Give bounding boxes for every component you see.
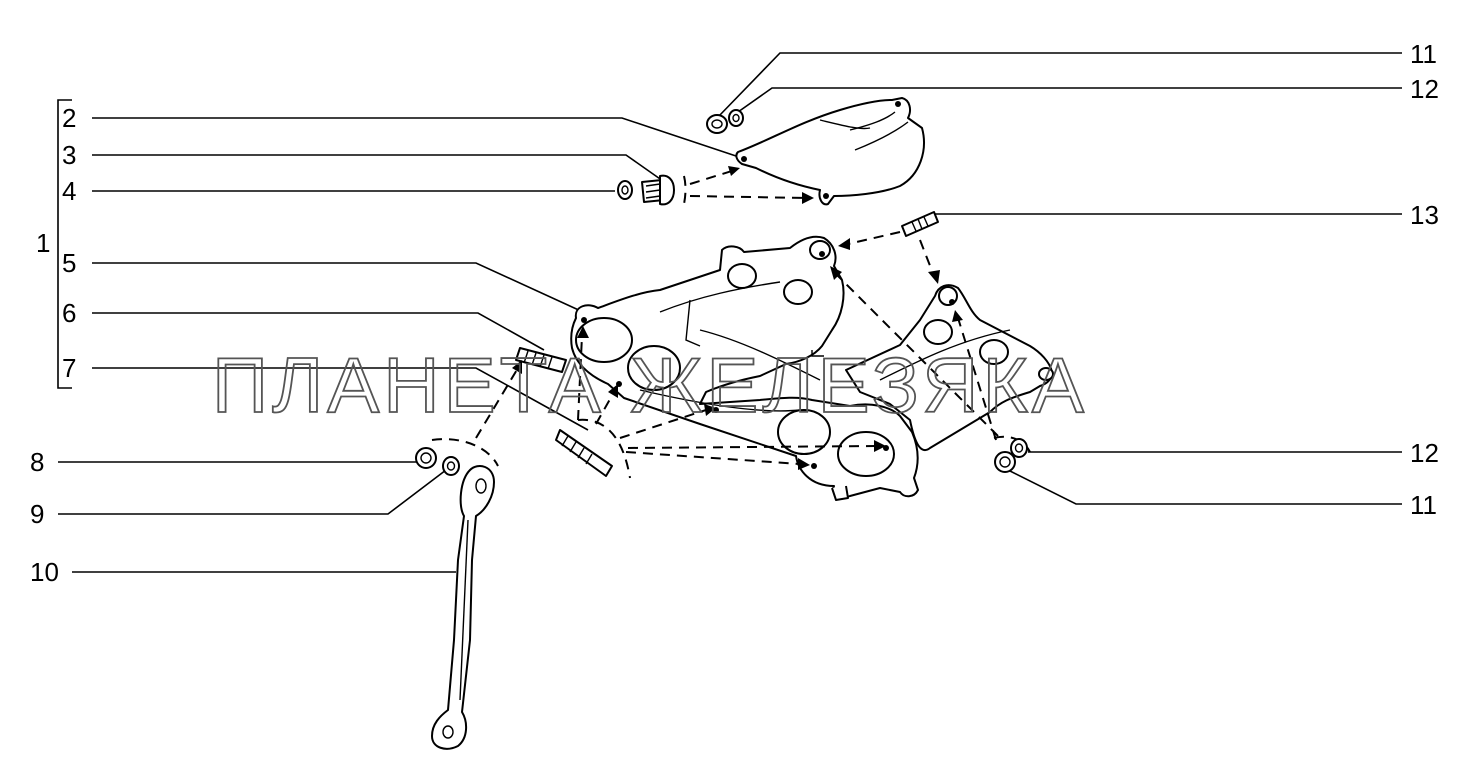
callout-1: 1 [36, 228, 50, 258]
callout-10: 10 [30, 557, 59, 587]
callout-3: 3 [62, 140, 76, 170]
leader-12-right: 12 [1028, 438, 1439, 468]
callout-4: 4 [62, 176, 76, 206]
leader-12-top: 12 [737, 74, 1439, 113]
callout-8: 8 [30, 447, 44, 477]
leader-9: 9 [30, 469, 447, 529]
support-bar-part [431, 465, 495, 750]
leader-11-right: 11 [1007, 469, 1437, 520]
watermark-text: ПЛАНЕТА ЖЕЛЕЗЯКА [212, 341, 1088, 429]
callout-12-top: 12 [1410, 74, 1439, 104]
callout-11-right: 11 [1410, 490, 1437, 520]
nut-washer-right [994, 438, 1028, 473]
group-1-bracket: 1 [36, 99, 72, 389]
leader-8: 8 [30, 447, 418, 477]
stud-13 [901, 211, 939, 237]
nut-washer-left [415, 447, 460, 476]
leader-5: 5 [62, 248, 584, 313]
stud-7 [555, 429, 613, 477]
leader-10: 10 [30, 557, 456, 587]
nut-washer-top [706, 109, 744, 134]
callout-9: 9 [30, 499, 44, 529]
callout-7: 7 [62, 353, 76, 383]
heat-shield-part [735, 97, 925, 206]
callout-11-top: 11 [1410, 39, 1437, 69]
leader-2: 2 [62, 103, 743, 159]
callout-6: 6 [62, 298, 76, 328]
leader-13: 13 [930, 200, 1439, 230]
leader-7: 7 [62, 353, 589, 431]
callout-12-right: 12 [1410, 438, 1439, 468]
callout-2: 2 [62, 103, 76, 133]
leader-11-top: 11 [717, 39, 1437, 118]
leader-6: 6 [62, 298, 545, 351]
bolt-washer-left [617, 174, 675, 206]
leader-4: 4 [62, 176, 615, 206]
leader-3: 3 [62, 140, 664, 182]
stud-6 [515, 347, 567, 373]
callout-5: 5 [62, 248, 76, 278]
callout-13: 13 [1410, 200, 1439, 230]
